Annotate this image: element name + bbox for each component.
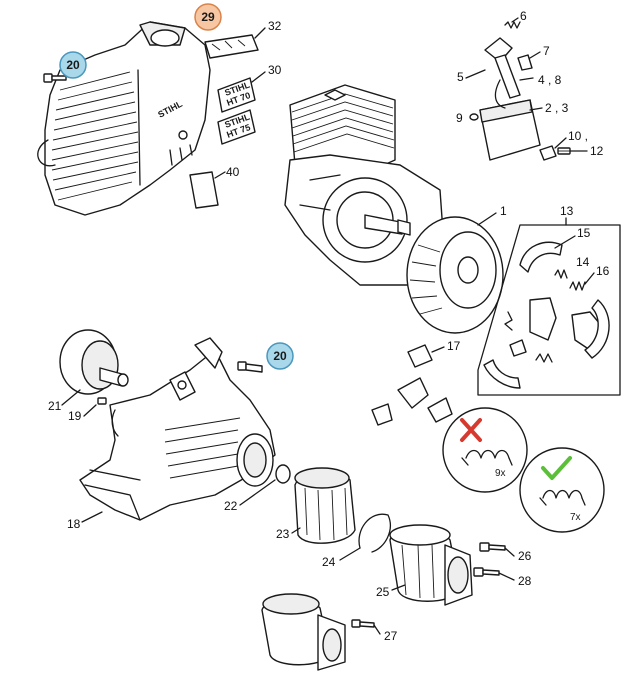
screw-20-top: [43, 73, 67, 83]
spring-clip-24: [358, 513, 391, 553]
decal-ht70: STIHL HT 70: [217, 77, 256, 113]
cap-7: [517, 54, 533, 71]
part-label-18: 18: [67, 517, 81, 531]
part-label-30: 30: [268, 63, 282, 77]
screw-28: [473, 567, 500, 577]
highlight-bubble-20-mid[interactable]: 20: [266, 342, 294, 370]
part-label-21: 21: [48, 399, 62, 413]
part-label-40: 40: [226, 165, 240, 179]
part-label-26: 26: [518, 549, 532, 563]
callout-right-spring: 7x: [519, 447, 605, 533]
ignition-coil: [479, 37, 541, 161]
part-label-19: 19: [68, 409, 82, 423]
svg-text:20: 20: [66, 58, 80, 72]
antivibration-17: [371, 344, 453, 426]
flywheel: [406, 216, 504, 334]
decal-ht75: STIHL HT 75: [217, 109, 256, 145]
highlight-bubble-29[interactable]: 29: [194, 3, 222, 31]
plate-40: [189, 171, 219, 209]
part-label-13: 13: [560, 204, 574, 218]
screw-12: [557, 147, 571, 155]
callout-wrong-spring: 9x: [442, 407, 528, 493]
engine-shroud: [37, 21, 211, 216]
screw-20-mid: [237, 361, 263, 373]
part-label-6: 6: [520, 9, 527, 23]
clutch-spring-14: [554, 269, 568, 279]
bubble-20-mid-circle: [266, 342, 294, 370]
part-label-16: 16: [596, 264, 610, 278]
svg-text:29: 29: [201, 10, 215, 24]
bubble-29-circle: [194, 3, 222, 31]
part-label-5: 5: [457, 70, 464, 84]
part-label-7: 7: [543, 44, 550, 58]
sleeve-23: [294, 467, 356, 544]
part-label-23: 23: [276, 527, 290, 541]
part-label-28: 28: [518, 574, 532, 588]
part-label-24: 24: [322, 555, 336, 569]
part-label-25: 25: [376, 585, 390, 599]
label-32: [204, 34, 259, 59]
fan-housing-18: [79, 337, 276, 521]
check-icon: [541, 456, 572, 480]
cross-icon: [460, 418, 482, 442]
clutch-carrier: [483, 297, 610, 389]
clip-22: [275, 464, 291, 484]
clamp-alt: [261, 593, 346, 671]
clutch-kit-box: [477, 224, 621, 396]
part-label-22: 22: [224, 499, 238, 513]
highlight-bubble-20-top[interactable]: 20: [59, 51, 87, 79]
plug-19: [97, 397, 107, 405]
clamp-25: [389, 524, 473, 606]
bubble-20-top-circle: [59, 51, 87, 79]
screw-26: [479, 542, 506, 552]
part-label-10-11: 10 ,: [568, 129, 588, 143]
spring-6: [504, 21, 521, 29]
part-label-17: 17: [447, 339, 461, 353]
washer-9: [469, 113, 479, 121]
wrong-spring-qty: 9x: [495, 468, 506, 479]
clip-10-11: [539, 145, 557, 161]
engine-block: [284, 84, 446, 286]
part-label-32: 32: [268, 19, 282, 33]
clutch-shoe-15: [519, 241, 563, 273]
part-label-14: 14: [576, 255, 590, 269]
part-label-15: 15: [577, 226, 591, 240]
part-label-27: 27: [384, 629, 398, 643]
part-label-2-3: 2 , 3: [545, 101, 569, 115]
clutch-spring-16: [569, 281, 586, 291]
part-label-4-8: 4 , 8: [538, 73, 562, 87]
part-label-1: 1: [500, 204, 507, 218]
screw-27: [351, 619, 375, 628]
svg-text:20: 20: [273, 349, 287, 363]
fuel-tank-cap-21: [59, 329, 129, 395]
part-label-9: 9: [456, 111, 463, 125]
part-label-12: 12: [590, 144, 604, 158]
right-spring-qty: 7x: [570, 512, 581, 523]
